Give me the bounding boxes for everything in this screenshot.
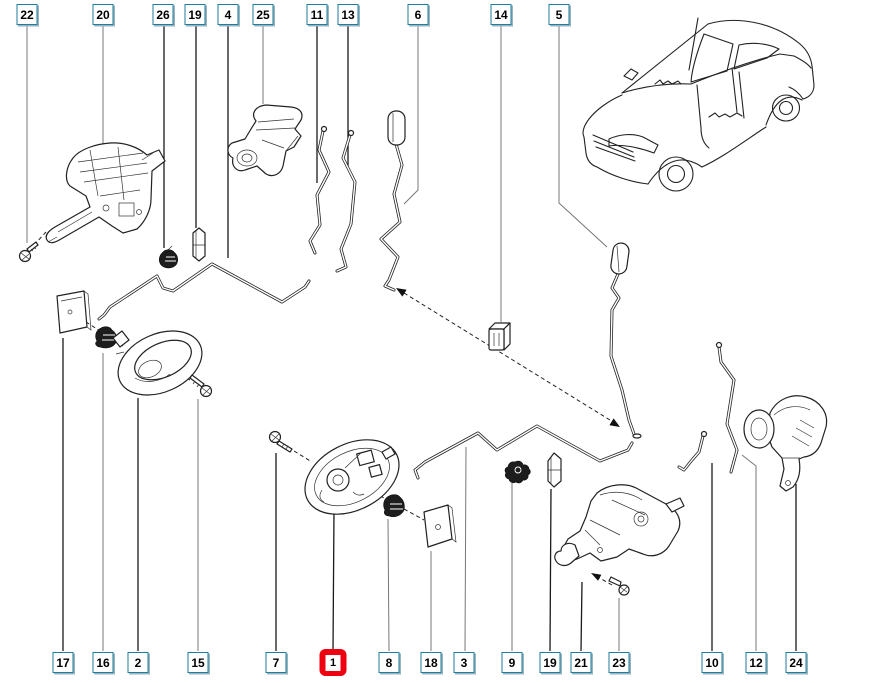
callout-24[interactable]: 24 (785, 652, 807, 673)
callout-21[interactable]: 21 (570, 652, 592, 673)
callout-6[interactable]: 6 (407, 4, 429, 25)
part-rod-13 (335, 129, 357, 273)
callout-18[interactable]: 18 (420, 652, 442, 673)
callout-number: 15 (191, 655, 205, 670)
callout-number: 24 (789, 655, 803, 670)
callout-number: 26 (156, 7, 170, 22)
callout-3[interactable]: 3 (453, 652, 475, 673)
callout-number: 12 (749, 655, 763, 670)
callout-8[interactable]: 8 (378, 652, 400, 673)
callout-25[interactable]: 25 (252, 4, 274, 25)
part-rod-3 (413, 424, 634, 480)
callout-13[interactable]: 13 (337, 4, 359, 25)
callout-number: 11 (310, 7, 324, 22)
part-rod-11 (308, 125, 331, 255)
arrowhead-right (609, 418, 620, 427)
callout-number: 14 (494, 7, 508, 22)
part-screw-15 (189, 374, 213, 398)
part-block-19-top (192, 227, 206, 262)
callout-7[interactable]: 7 (265, 652, 287, 673)
callout-number: 4 (224, 7, 232, 22)
part-handle-housing-24 (743, 395, 828, 492)
callout-19-bottom[interactable]: 19 (539, 652, 561, 673)
callout-20[interactable]: 20 (92, 4, 114, 25)
vehicle-illustration (582, 17, 815, 192)
callout-number: 25 (256, 7, 270, 22)
callout-number: 3 (460, 655, 468, 670)
part-lock-module-20 (45, 142, 166, 244)
part-clip-16 (95, 326, 117, 349)
part-clip-14 (488, 322, 511, 351)
callout-number: 19 (188, 7, 202, 22)
callout-number: 19 (543, 655, 557, 670)
part-rod-10 (677, 430, 708, 472)
part-block-19-bottom (547, 452, 562, 488)
callout-22[interactable]: 22 (16, 4, 38, 25)
part-plate-18 (423, 504, 457, 548)
callout-number: 18 (424, 655, 438, 670)
callout-number: 7 (272, 655, 280, 670)
leader-lines-top (26, 26, 608, 322)
callout-1-highlighted[interactable]: 1 (319, 649, 347, 676)
callout-number: 5 (555, 7, 563, 22)
part-screw-23 (608, 576, 630, 596)
callout-14[interactable]: 14 (490, 4, 512, 25)
callout-2[interactable]: 2 (127, 652, 149, 673)
callout-number: 2 (134, 655, 142, 670)
callout-15[interactable]: 15 (187, 652, 209, 673)
part-clip-26 (159, 245, 178, 269)
part-clip-8 (383, 494, 405, 518)
callout-4[interactable]: 4 (217, 4, 239, 25)
callout-number: 13 (341, 7, 355, 22)
callout-12[interactable]: 12 (745, 652, 767, 673)
part-handle-bezel-2 (112, 330, 203, 396)
callout-11[interactable]: 11 (306, 4, 328, 25)
part-knob-rod-5 (609, 242, 642, 439)
callout-17[interactable]: 17 (52, 652, 74, 673)
callout-number: 6 (414, 7, 422, 22)
callout-10[interactable]: 10 (701, 652, 723, 673)
callout-number: 23 (612, 655, 626, 670)
callout-number: 22 (20, 7, 34, 22)
part-handle-mechanism-1 (304, 439, 400, 515)
part-screw-22 (18, 241, 39, 263)
callout-number: 20 (96, 7, 110, 22)
part-knob-rod-6 (379, 110, 406, 292)
callout-16[interactable]: 16 (92, 652, 114, 673)
assembly-dashed-lines (33, 231, 620, 586)
callout-number: 10 (705, 655, 719, 670)
callout-number: 21 (574, 655, 588, 670)
arrowhead-lock (591, 573, 602, 581)
callout-23[interactable]: 23 (608, 652, 630, 673)
callout-9[interactable]: 9 (501, 652, 523, 673)
callout-26[interactable]: 26 (152, 4, 174, 25)
part-grommet-9 (504, 460, 531, 484)
callout-number: 9 (508, 655, 516, 670)
callout-19-top[interactable]: 19 (184, 4, 206, 25)
callout-number-highlight: 1 (325, 654, 341, 671)
part-lock-assembly-21 (554, 484, 685, 567)
part-rod-12 (715, 341, 739, 474)
callout-number: 8 (385, 655, 393, 670)
callout-5[interactable]: 5 (548, 4, 570, 25)
part-rod-4 (97, 262, 311, 321)
arrowhead-left (396, 288, 407, 297)
callout-number: 1 (329, 656, 337, 669)
leader-lines-bottom (62, 338, 797, 652)
callout-number: 17 (56, 655, 70, 670)
callout-number: 16 (96, 655, 110, 670)
part-actuator-25 (227, 104, 303, 177)
part-plate-17 (56, 290, 92, 334)
part-screw-7 (268, 430, 293, 453)
